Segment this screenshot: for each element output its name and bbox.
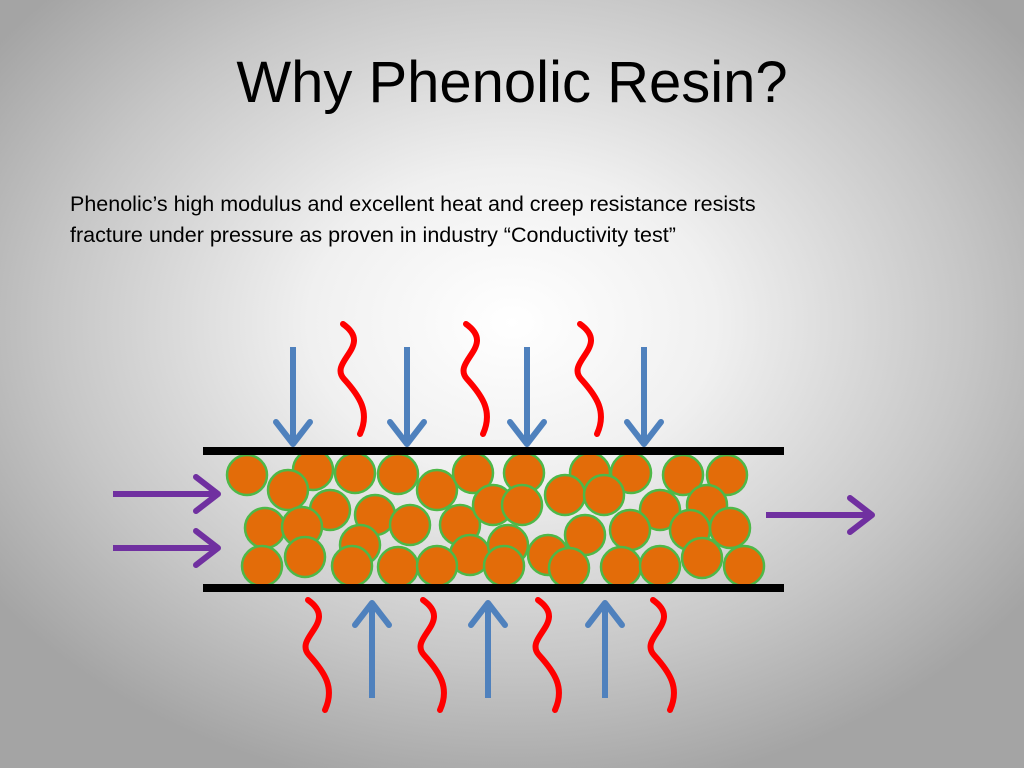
slide-title: Why Phenolic Resin? bbox=[236, 50, 788, 115]
pressure-arrow-up bbox=[585, 600, 625, 698]
particle bbox=[608, 508, 652, 552]
arrow-head bbox=[273, 419, 313, 447]
heat-wave bbox=[532, 597, 562, 713]
particle bbox=[582, 473, 626, 517]
slide-body-text: Phenolic’s high modulus and excellent he… bbox=[70, 189, 950, 251]
particle bbox=[376, 452, 420, 496]
arrow-head bbox=[193, 528, 221, 568]
heat-waves bbox=[302, 321, 677, 713]
particle bbox=[680, 536, 724, 580]
pressure-arrow-up bbox=[468, 600, 508, 698]
arrow-head bbox=[624, 419, 664, 447]
heat-wave bbox=[337, 321, 367, 437]
particle bbox=[240, 544, 284, 588]
pressure-arrow-down bbox=[507, 347, 547, 447]
pressure-arrow-down bbox=[624, 347, 664, 447]
pressure-arrows bbox=[273, 347, 664, 698]
heat-wave bbox=[302, 597, 332, 713]
press-plates bbox=[203, 447, 784, 592]
particle bbox=[333, 451, 377, 495]
particle bbox=[708, 506, 752, 550]
flow-arrow-out bbox=[766, 495, 875, 535]
particle bbox=[415, 468, 459, 512]
particle bbox=[243, 506, 287, 550]
arrow-head bbox=[352, 600, 392, 628]
particle bbox=[599, 545, 643, 589]
flow-arrow-in bbox=[113, 474, 221, 514]
particle bbox=[638, 544, 682, 588]
arrow-head bbox=[193, 474, 221, 514]
arrow-head bbox=[507, 419, 547, 447]
arrow-head bbox=[387, 419, 427, 447]
heat-wave bbox=[417, 597, 447, 713]
arrow-head bbox=[468, 600, 508, 628]
particle bbox=[638, 488, 682, 532]
heat-wave bbox=[574, 321, 604, 437]
pressure-arrow-up bbox=[352, 600, 392, 698]
particle bbox=[500, 483, 544, 527]
body-line-2: fracture under pressure as proven in ind… bbox=[70, 223, 676, 247]
pressure-arrow-down bbox=[273, 347, 313, 447]
particle-pack bbox=[225, 448, 766, 590]
particle bbox=[543, 473, 587, 517]
arrow-head bbox=[585, 600, 625, 628]
flow-arrows bbox=[113, 474, 875, 568]
body-line-1: Phenolic’s high modulus and excellent he… bbox=[70, 192, 756, 216]
flow-arrow-in bbox=[113, 528, 221, 568]
particle bbox=[547, 546, 591, 590]
pressure-arrow-down bbox=[387, 347, 427, 447]
heat-wave bbox=[647, 597, 677, 713]
arrow-head bbox=[847, 495, 875, 535]
particle bbox=[225, 453, 269, 497]
particle bbox=[283, 535, 327, 579]
particle bbox=[266, 468, 310, 512]
heat-wave bbox=[460, 321, 490, 437]
particle bbox=[330, 544, 374, 588]
particle bbox=[376, 545, 420, 589]
particle bbox=[482, 544, 526, 588]
particle bbox=[722, 544, 766, 588]
particle bbox=[415, 544, 459, 588]
particle bbox=[388, 503, 432, 547]
